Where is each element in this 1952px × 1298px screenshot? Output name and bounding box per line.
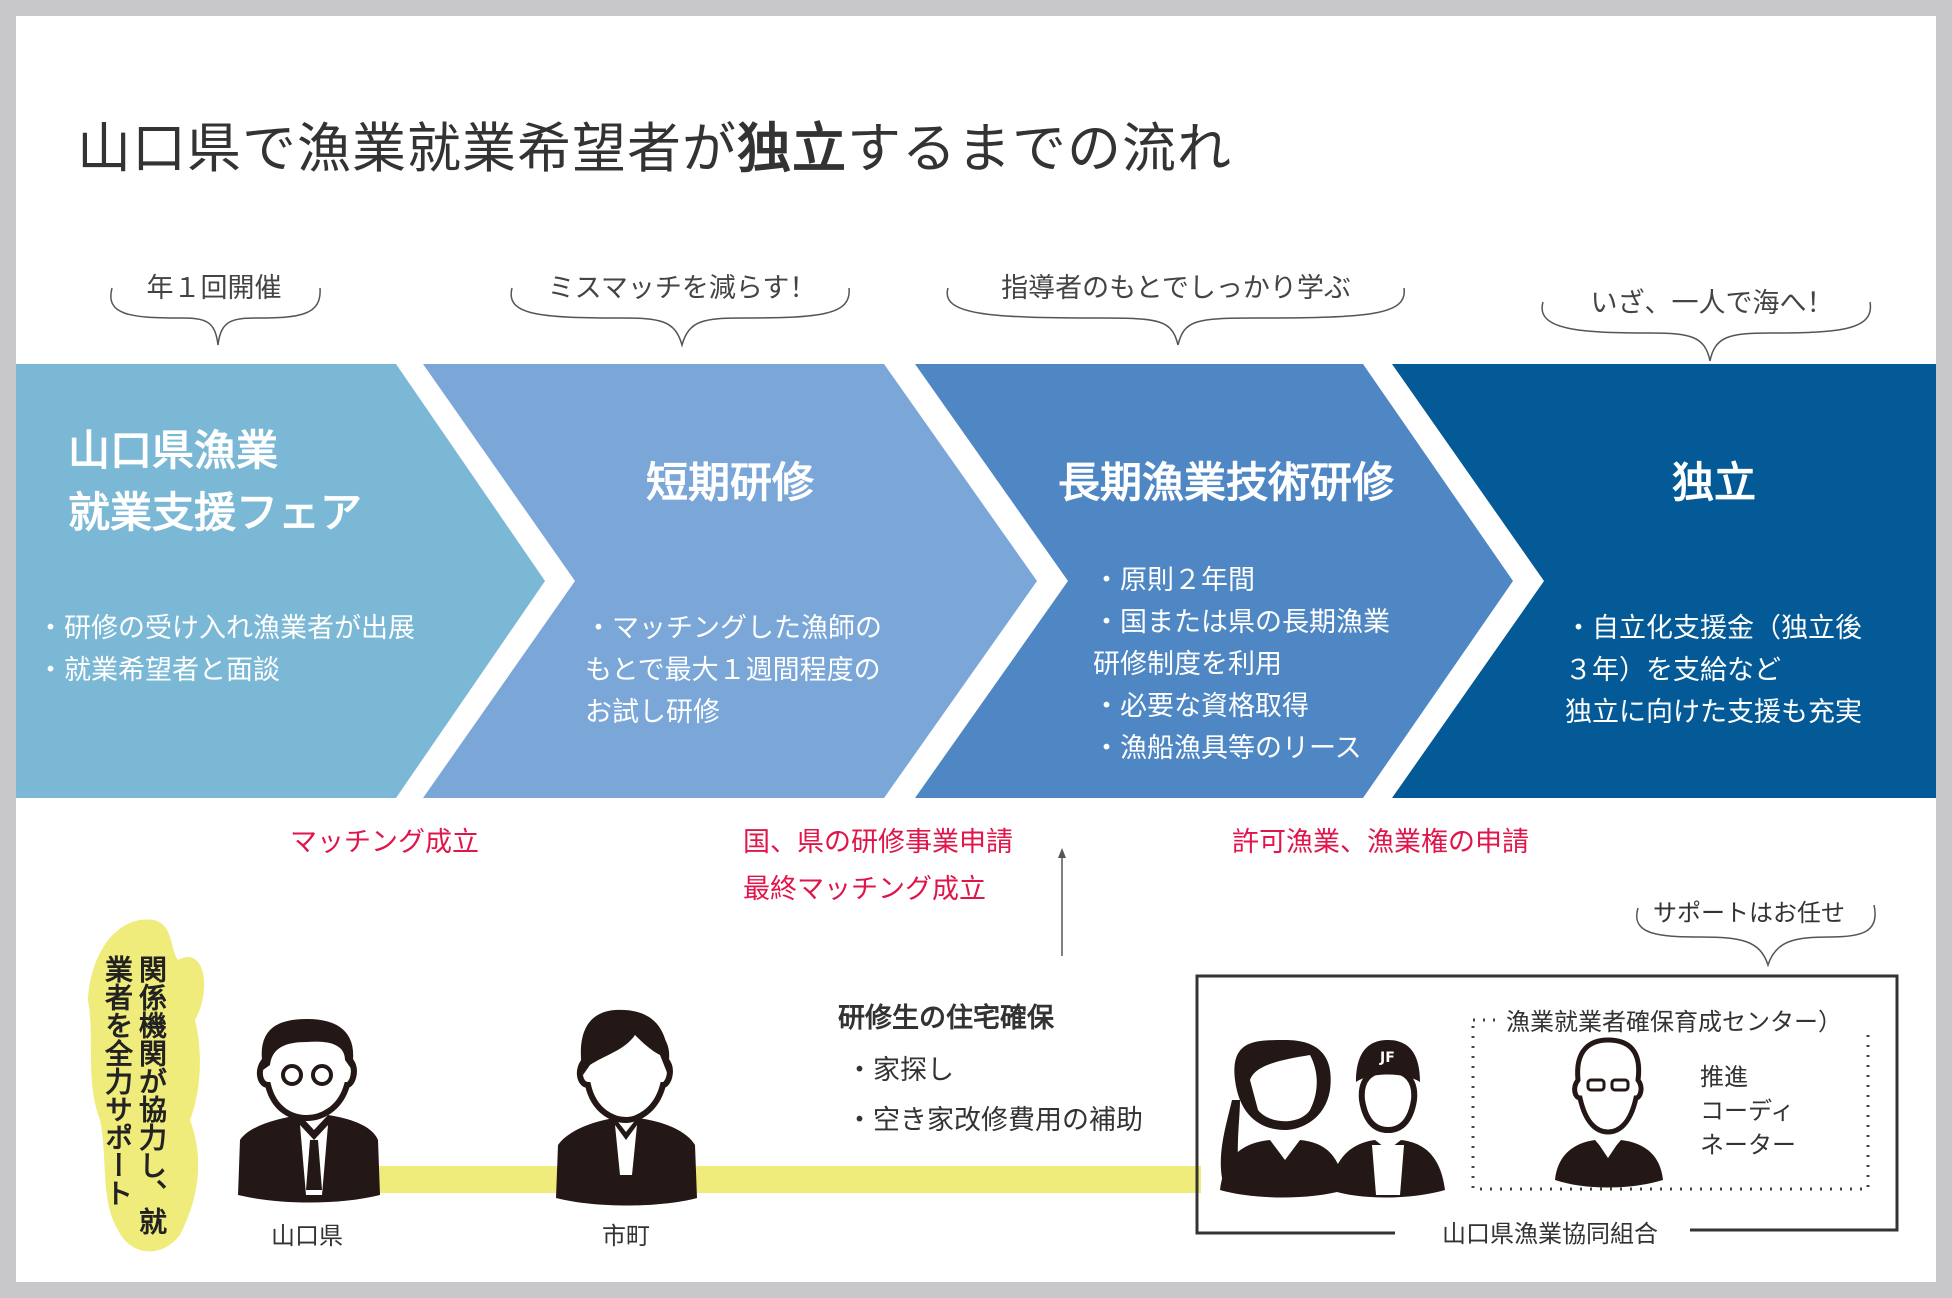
stage-item: ３年）を支給など [1565,655,1781,686]
page-title: 山口県で漁業就業希望者が独立するまでの流れ [77,104,1232,183]
milestone-matching: マッチング成立 [290,827,479,858]
arrow-head [1058,848,1066,858]
stage-1-items: ・研修の受け入れ漁業者が出展・就業希望者と面談 [37,608,415,692]
center-label: 漁業就業者確保育成センター） [1506,1008,1842,1036]
coordinator-label: 推進コーディネーター [1700,1060,1796,1162]
actor-pref-label: 山口県 [271,1222,343,1250]
person-woman-icon [1220,1040,1345,1198]
stage-item: ・必要な資格取得 [1093,691,1309,722]
person-pref-icon [238,1018,380,1203]
brace-1 [110,287,321,346]
stage-item: ・原則２年間 [1093,565,1255,596]
housing-item: ・家探し [846,1055,954,1086]
stage-item: ・国または県の長期漁業 [1093,607,1390,638]
stage-item: ・自立化支援金（独立後 [1565,613,1862,644]
person-coordinator-icon [1555,1037,1663,1188]
callout-learn: 指導者のもとでしっかり学ぶ [1001,273,1351,304]
stage-4-items: ・自立化支援金（独立後 ３年）を支給など独立に向けた支援も充実 [1565,608,1862,734]
brace-5 [1635,904,1876,968]
stage-4-chevron [1392,364,1936,798]
callout-mismatch: ミスマッチを減らす！ [547,273,817,304]
stage-item: ・漁船漁具等のリース [1093,733,1362,764]
stage-3-title: 長期漁業技術研修 [1057,458,1395,507]
coop-label: 山口県漁業協同組合 [1442,1220,1658,1248]
timeline-bar [311,1166,1201,1193]
stage-1-title: 山口県漁業就業支援フェア [68,420,362,544]
callout-annual: 年１回開催 [146,273,282,304]
coordinator-line: 推進 [1700,1063,1748,1091]
actor-city-label: 市町 [602,1222,650,1250]
stage-2-title: 短期研修 [645,458,815,507]
brace-4 [1541,301,1872,362]
stage-2-chevron [423,364,1037,798]
stage-item: もとで最大１週間程度の [585,655,881,686]
coordinator-line: コーディ [1700,1097,1795,1125]
brace-3 [946,287,1405,346]
stage-3-items: ・原則２年間・国または県の長期漁業研修制度を利用・必要な資格取得・漁船漁具等のリ… [1093,560,1390,770]
person-fisher-cap-icon [1330,1040,1445,1198]
stage-item: お試し研修 [585,697,720,728]
brace-2 [510,287,850,348]
coordinator-line: ネーター [1700,1131,1796,1159]
stage-item: ・研修の受け入れ漁業者が出展 [37,613,415,644]
housing-item: ・空き家改修費用の補助 [846,1105,1143,1136]
support-vertical-text: 関係機関が協力し、就業者を全力サポート [101,955,168,1235]
callout-support: サポートはお任せ [1653,899,1845,927]
stage-3-chevron [915,364,1513,798]
stage-2-items: ・マッチングした漁師のもとで最大１週間程度のお試し研修 [585,608,882,734]
title-text: 山口県で漁業就業希望者が [77,117,737,180]
stage-item: ・マッチングした漁師の [585,613,882,644]
stage-item: ・就業希望者と面談 [37,655,280,686]
stage-item: 研修制度を利用 [1093,649,1282,680]
title-text-end: するまでの流れ [847,117,1232,180]
stage-1-chevron [16,364,545,798]
stage-item: 独立に向けた支援も充実 [1565,697,1862,728]
title-emphasis: 独立 [737,117,847,180]
stage-1-title-line: 就業支援フェア [68,488,363,537]
coop-box [1195,974,1899,1235]
yellow-blob [88,919,205,1252]
callout-independent: いざ、一人で海へ！ [1590,288,1834,319]
person-city-icon [556,1009,697,1206]
jf-cap-logo: JF [1379,1050,1395,1066]
housing-title: 研修生の住宅確保 [838,1003,1054,1034]
milestone-final-matching: 最終マッチング成立 [743,874,986,905]
milestone-license: 許可漁業、漁業権の申請 [1232,827,1529,858]
center-dotted-box [1471,1018,1870,1191]
stage-1-title-line: 山口県漁業 [68,426,279,475]
stage-4-title: 独立 [1671,458,1757,507]
milestone-application: 国、県の研修事業申請 [743,827,1013,858]
